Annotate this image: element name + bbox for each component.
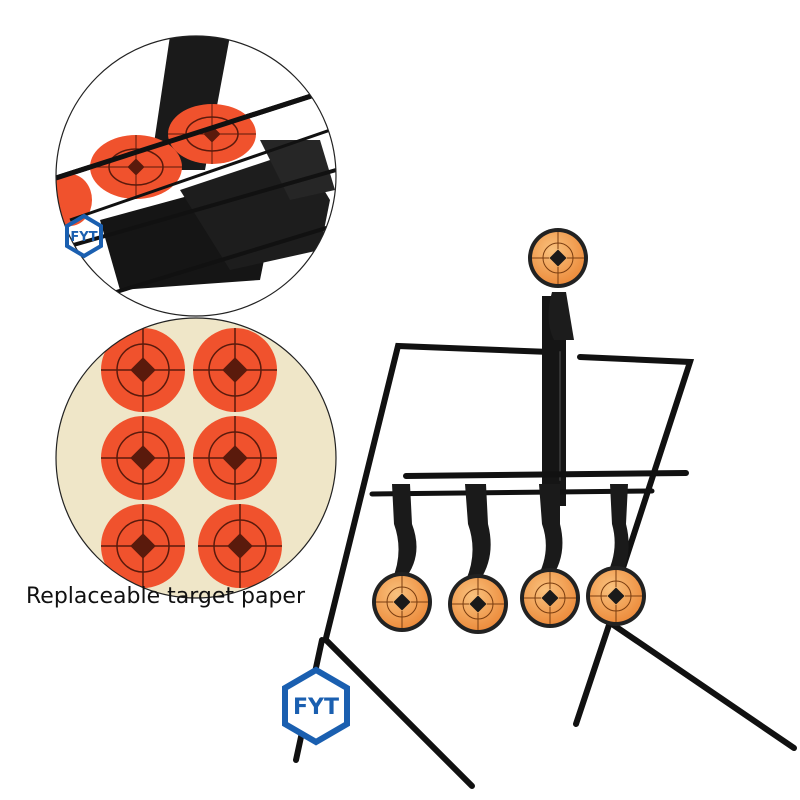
fyt-logo-icon: FYT xyxy=(282,666,350,746)
target-icon xyxy=(90,135,182,199)
detail-inset-paddles: FYT xyxy=(55,35,337,317)
caption: Replaceable target paper xyxy=(26,584,305,609)
target-icon xyxy=(527,227,589,289)
detail-inset-stickers xyxy=(55,317,337,599)
logo-text: FYT xyxy=(293,695,339,720)
target-icon xyxy=(168,104,256,164)
spinner-target-stand xyxy=(293,292,797,789)
target-icon xyxy=(585,565,647,627)
target-icon xyxy=(519,567,581,629)
fyt-logo-icon: FYT xyxy=(65,213,103,259)
target-icon xyxy=(447,573,509,635)
target-icon xyxy=(371,571,433,633)
logo-text: FYT xyxy=(70,230,97,245)
